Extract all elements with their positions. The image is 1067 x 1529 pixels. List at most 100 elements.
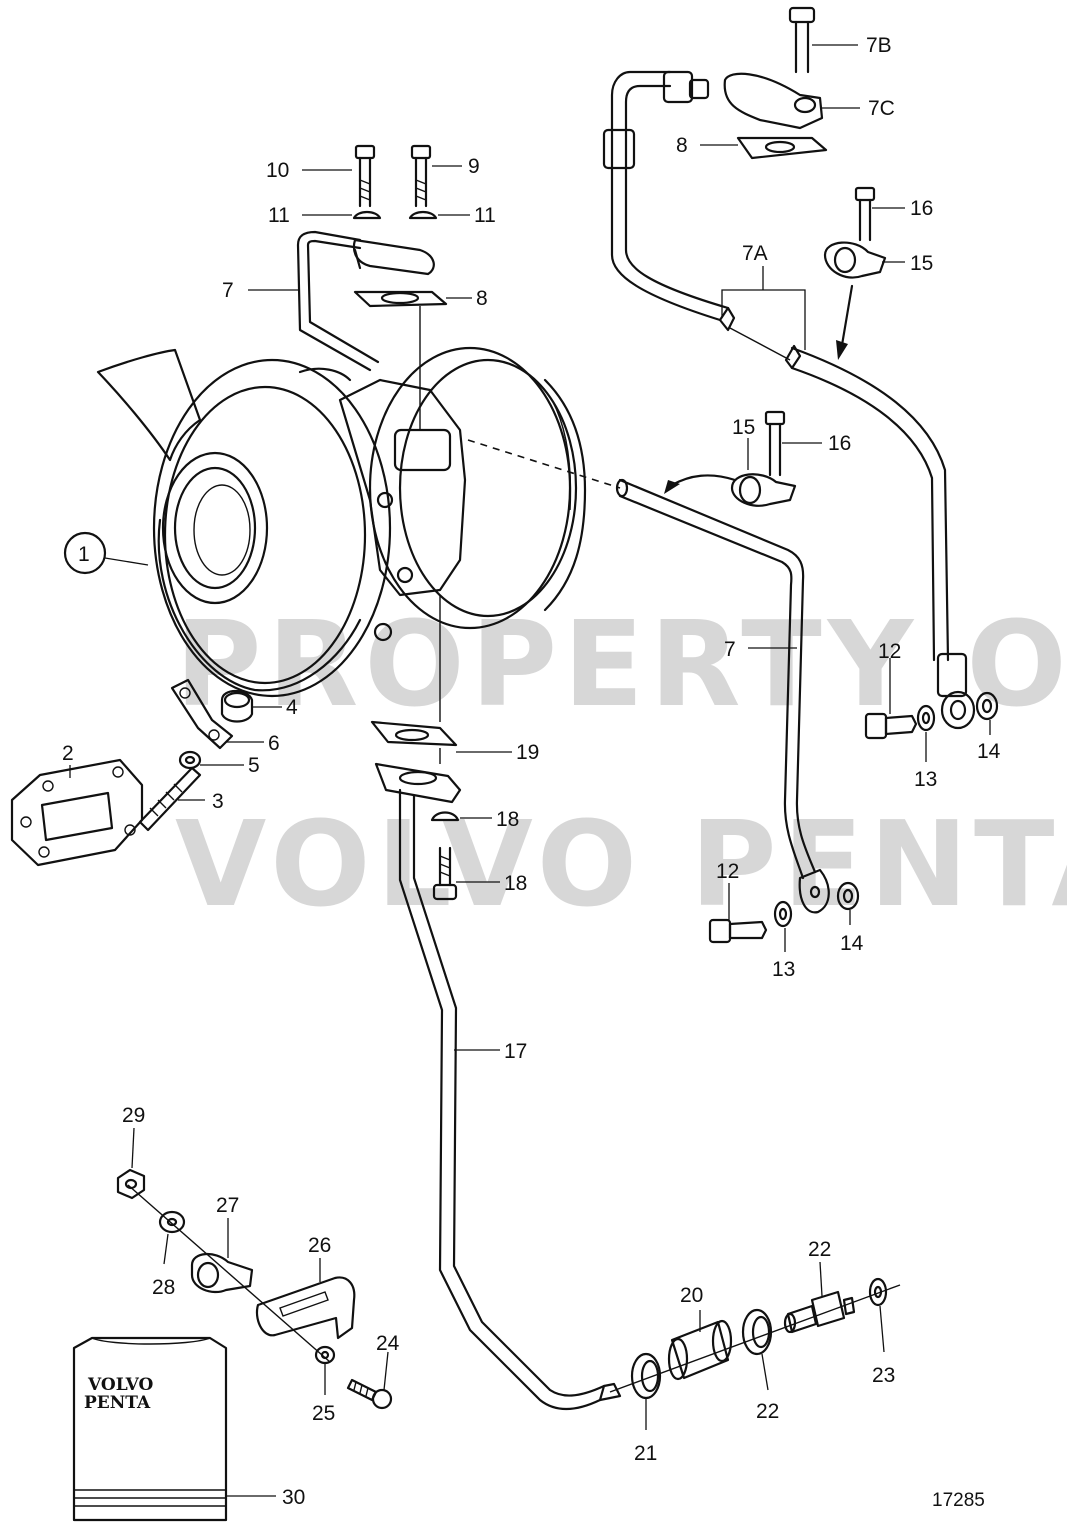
svg-text:22: 22 [808,1238,831,1261]
callout-2: 2 [62,742,74,778]
svg-text:13: 13 [772,958,795,981]
svg-text:11: 11 [268,204,290,227]
callout-14-lower: 14 [840,910,864,955]
turbocharger [96,346,587,698]
svg-text:24: 24 [376,1332,400,1355]
svg-text:19: 19 [516,741,539,764]
callout-13-lower: 13 [772,928,795,981]
svg-text:13: 13 [914,768,937,791]
callout-25: 24 [376,1332,400,1391]
svg-text:5: 5 [248,754,260,777]
callout-9: 9 [432,155,480,178]
svg-text:3: 3 [212,790,224,813]
svg-text:18: 18 [496,808,519,831]
callout-7A: 7A [721,242,806,350]
clamp-upper [823,186,887,360]
svg-text:25: 25 [312,1402,335,1425]
callout-31: 30 [226,1486,305,1509]
callout-4: 4 [253,696,298,719]
drawing-number: 17285 [932,1490,985,1511]
callout-17: 17 [454,1040,527,1063]
callout-14-right: 14 [977,720,1001,763]
svg-text:2: 2 [62,742,74,765]
callout-20: 19 [456,741,539,764]
callout-7-right: 7 [724,638,797,661]
callout-16-middle: 16 [782,432,851,455]
callout-3: 3 [178,790,224,813]
watermark-line-1: PROPERTY OF [175,595,1067,733]
svg-text:9: 9 [468,155,480,178]
svg-text:7: 7 [222,279,234,302]
callout-11-right: 11 [438,204,496,227]
callout-label: 1 [78,543,90,566]
svg-text:23: 23 [872,1364,895,1387]
volvo-penta-logo-line-2: PENTA [84,1393,151,1413]
callout-22-right: 22 [756,1353,779,1423]
turbo-mounting-hardware [10,678,254,867]
svg-text:30: 30 [282,1486,305,1509]
callout-13-right: 13 [914,732,937,791]
svg-text:7B: 7B [866,34,892,57]
callout-26: 25 [312,1364,335,1425]
svg-text:16: 16 [828,432,851,455]
callout-28: 27 [216,1194,239,1258]
callout-19: 18 [460,808,519,831]
svg-text:10: 10 [266,159,289,182]
callout-1: 1 [63,531,149,575]
oil-feed-pipe-top [296,144,448,430]
callout-22-left: 21 [634,1398,657,1465]
drain-connection-parts [609,1277,901,1400]
callout-12-lower: 12 [716,860,739,920]
svg-text:12: 12 [716,860,739,883]
svg-text:14: 14 [840,932,864,955]
callout-8-right: 8 [676,134,738,157]
svg-text:21: 21 [634,1442,657,1465]
svg-text:7C: 7C [868,97,895,120]
callout-15-middle: 15 [732,416,755,470]
svg-text:7: 7 [724,638,736,661]
callout-16-upper: 16 [872,197,933,220]
svg-text:15: 15 [910,252,933,275]
callout-18: 18 [456,872,527,895]
svg-text:29: 29 [122,1104,145,1127]
callout-5: 5 [200,754,260,777]
volvo-penta-logo-line-1: VOLVO [87,1375,154,1395]
svg-text:17: 17 [504,1040,527,1063]
callout-21: 20 [680,1284,703,1332]
svg-text:12: 12 [878,640,901,663]
callout-29: 28 [152,1233,175,1299]
svg-text:8: 8 [476,287,488,310]
svg-text:8: 8 [676,134,688,157]
svg-text:7A: 7A [742,242,768,265]
svg-text:6: 6 [268,732,280,755]
oil-pipe-right [467,439,830,914]
callout-15-upper: 15 [882,252,933,275]
svg-text:14: 14 [977,740,1001,763]
oil-drain-pipe [398,788,622,1410]
svg-text:27: 27 [216,1194,239,1217]
watermark-line-2: VOLVO PENTA [175,795,1067,933]
oil-drain-flange [370,595,462,901]
callout-6: 6 [226,732,280,755]
callout-7B: 7B [812,34,892,57]
svg-text:11: 11 [474,204,496,227]
watermark: PROPERTY OF VOLVO PENTA [175,595,1067,933]
banjo-bolt-right [864,691,999,740]
svg-text:26: 26 [308,1234,331,1257]
svg-text:16: 16 [910,197,933,220]
callout-8-top: 8 [446,287,488,310]
callout-7-top: 7 [222,279,298,302]
callout-24: 23 [872,1305,895,1387]
svg-text:28: 28 [152,1276,175,1299]
callout-7C: 7C [822,97,895,120]
svg-text:22: 22 [756,1400,779,1423]
bracket-hardware [116,1168,393,1410]
oil-hose-assembly [602,6,976,730]
callout-11-left: 11 [268,204,352,227]
svg-text:18: 18 [504,872,527,895]
callout-30: 29 [122,1104,145,1169]
svg-text:4: 4 [286,696,298,719]
callout-12-right: 12 [878,640,901,714]
clamp-middle [664,410,797,507]
